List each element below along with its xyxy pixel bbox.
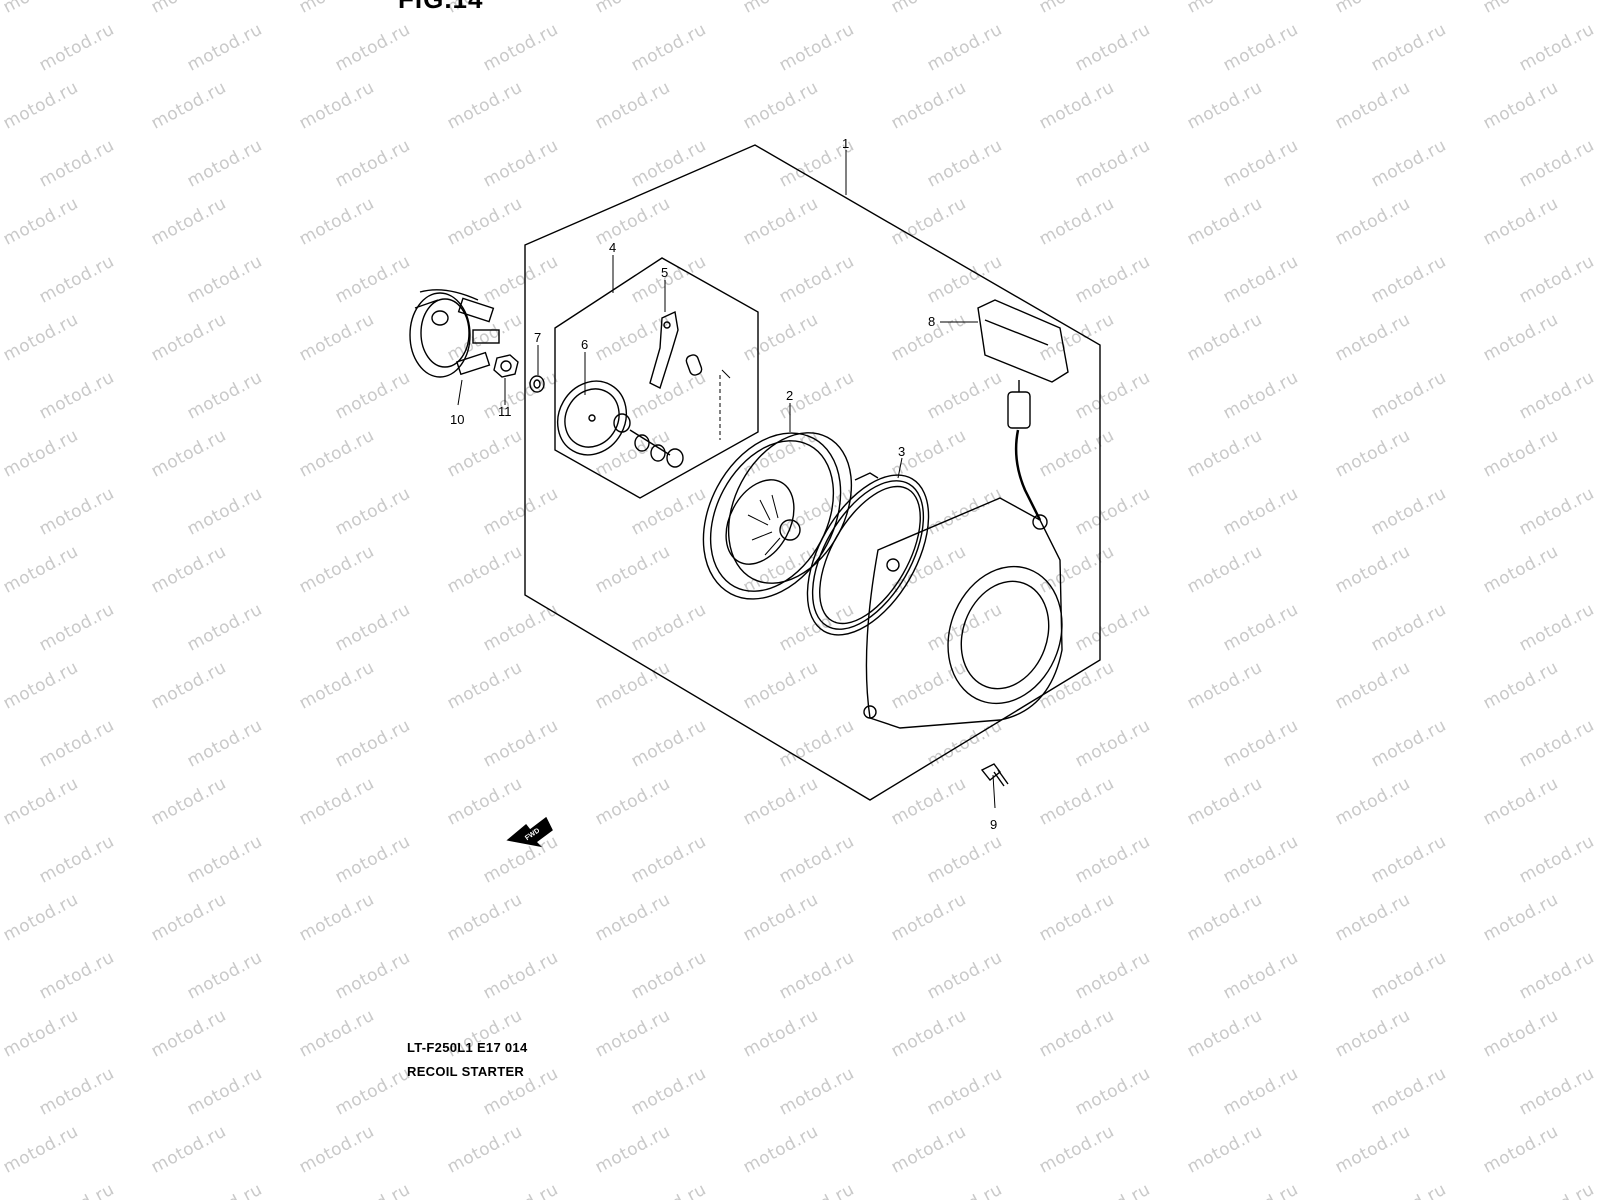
- section-name: RECOIL STARTER: [407, 1064, 525, 1079]
- friction-plate-6: [556, 380, 628, 456]
- callout-11: 11: [498, 404, 512, 419]
- spring-and-pawls: [613, 413, 684, 468]
- callout-5: 5: [661, 265, 668, 280]
- ratchet-cup-10: [409, 289, 500, 378]
- callout-8: 8: [928, 314, 935, 329]
- nut-11: [493, 354, 519, 378]
- handle-8: [977, 299, 1069, 530]
- washer-7: [529, 375, 545, 393]
- callout-2: 2: [786, 388, 793, 403]
- starter-housing: [863, 497, 1063, 729]
- callout-10: 10: [450, 412, 464, 427]
- callout-6: 6: [581, 337, 588, 352]
- assembly-outline-1: [524, 144, 1101, 801]
- pawl-5: [649, 310, 703, 389]
- callout-4: 4: [609, 240, 616, 255]
- callout-1: 1: [842, 136, 849, 151]
- callout-7: 7: [534, 330, 541, 345]
- leader-lines: [457, 150, 996, 809]
- fwd-arrow-icon: FWD: [506, 816, 553, 848]
- subassembly-outline-4: [554, 257, 759, 499]
- callout-9: 9: [990, 817, 997, 832]
- callouts: 1 2 3 4 5 6 7 8 9 10 11: [450, 136, 997, 832]
- callout-3: 3: [898, 444, 905, 459]
- model-code: LT-F250L1 E17 014: [407, 1040, 528, 1055]
- spring-3: [806, 472, 930, 636]
- figure-title: FIG.14: [398, 0, 483, 15]
- bolt-9: [980, 763, 1009, 787]
- reel-2: [702, 432, 853, 600]
